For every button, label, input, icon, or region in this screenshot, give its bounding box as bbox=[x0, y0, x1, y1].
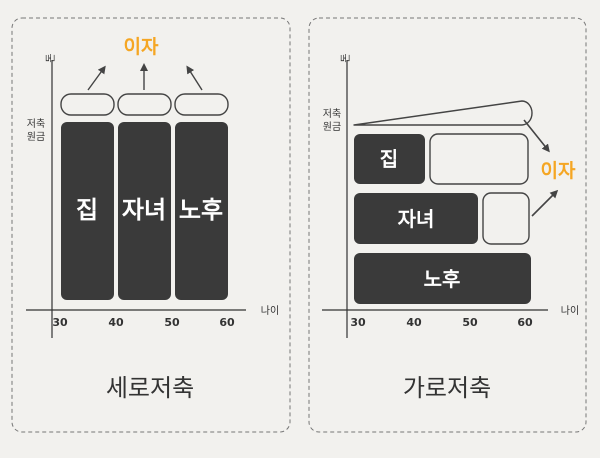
left-interest-pill-house bbox=[60, 93, 115, 116]
left-tick-60: 60 bbox=[219, 316, 235, 329]
left-bar-house bbox=[61, 122, 114, 300]
right-bar-label-house: 집 bbox=[380, 147, 398, 171]
right-interest-box-children bbox=[482, 192, 530, 245]
left-tick-30: 30 bbox=[52, 316, 68, 329]
right-panel-border bbox=[308, 17, 587, 433]
left-bar-retirement bbox=[175, 122, 228, 300]
right-bar-children bbox=[354, 193, 478, 244]
left-bar-label-children: 자녀 bbox=[122, 196, 166, 224]
left-panel: 돈 저축 원금 나이 30 40 50 60 이자 집 자녀 노후 세로저축 bbox=[11, 17, 291, 433]
left-tick-50: 50 bbox=[164, 316, 180, 329]
left-bar-children bbox=[118, 122, 171, 300]
right-tick-30: 30 bbox=[350, 316, 366, 329]
left-bar-label-house: 집 bbox=[76, 196, 98, 224]
left-x-axis-label: 나이 bbox=[261, 305, 279, 317]
right-principal-label-1: 저축 bbox=[323, 108, 341, 120]
left-interest-pill-retirement bbox=[174, 93, 229, 116]
right-bar-retirement bbox=[354, 253, 531, 304]
right-bar-label-children: 자녀 bbox=[398, 207, 435, 231]
right-interest-wedge bbox=[353, 100, 533, 126]
right-panel: 돈 저축 원금 나이 30 40 50 60 집 자녀 노후 이자 가로저축 bbox=[308, 17, 587, 433]
left-bar-label-retirement: 노후 bbox=[179, 196, 223, 224]
right-bar-house bbox=[354, 134, 425, 184]
left-y-axis-label: 돈 bbox=[45, 53, 57, 62]
right-principal-label-2: 원금 bbox=[323, 121, 341, 133]
left-principal-label-2: 원금 bbox=[27, 131, 45, 143]
left-arrow-house bbox=[87, 65, 106, 91]
left-tick-40: 40 bbox=[108, 316, 124, 329]
left-principal-label-1: 저축 bbox=[27, 118, 45, 130]
left-interest-label: 이자 bbox=[124, 36, 159, 58]
left-interest-pill-children bbox=[117, 93, 172, 116]
right-arrow-up bbox=[531, 189, 559, 217]
left-arrow-retirement bbox=[186, 65, 203, 91]
left-panel-title: 세로저축 bbox=[106, 374, 194, 402]
right-x-axis-label: 나이 bbox=[561, 305, 579, 317]
right-y-axis-label: 돈 bbox=[340, 53, 352, 62]
right-tick-60: 60 bbox=[517, 316, 533, 329]
right-interest-box-house bbox=[429, 133, 529, 185]
right-tick-40: 40 bbox=[406, 316, 422, 329]
right-arrow-down bbox=[523, 119, 550, 153]
right-bar-label-retirement: 노후 bbox=[424, 267, 461, 291]
right-interest-label: 이자 bbox=[541, 160, 576, 182]
right-tick-50: 50 bbox=[462, 316, 478, 329]
right-panel-title: 가로저축 bbox=[403, 374, 491, 402]
left-panel-border bbox=[11, 17, 291, 433]
